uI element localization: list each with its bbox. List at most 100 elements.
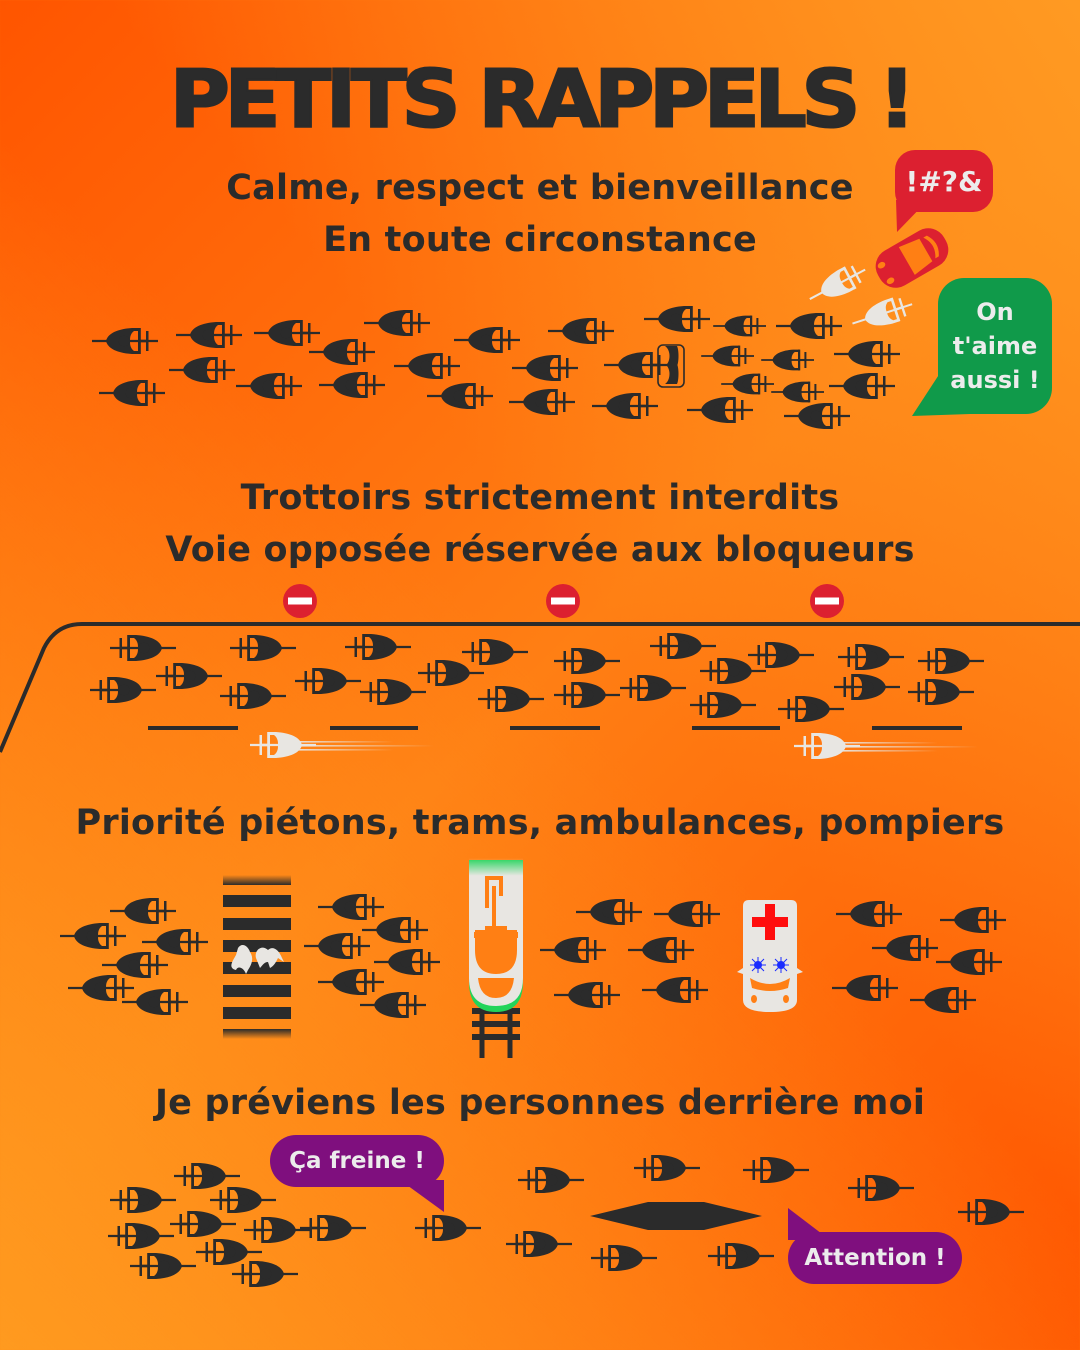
no-entry-sign-group <box>283 584 844 618</box>
section-warning-heading: Je préviens les personnes derrière moi <box>0 1077 1080 1129</box>
cyclist-icon <box>934 947 1004 977</box>
cyclist-icon <box>832 672 902 702</box>
pothole-icon <box>590 1202 762 1230</box>
cyclist-group-priority <box>58 892 1008 1020</box>
cyclist-icon <box>516 1165 586 1195</box>
cyclist-icon <box>546 316 616 346</box>
section-calm-heading: Calme, respect et bienveillance En toute… <box>0 162 1080 266</box>
bubble-text: t'aime <box>952 332 1038 360</box>
friendly-speech-bubble: On t'aime aussi ! <box>938 278 1052 414</box>
cyclist-icon <box>956 1197 1026 1227</box>
cyclist-icon <box>688 690 758 720</box>
heading-line: En toute circonstance <box>323 220 757 260</box>
cyclist-icon <box>574 897 644 927</box>
cyclist-icon <box>106 1221 176 1251</box>
cyclist-icon <box>770 380 825 404</box>
cyclist-icon <box>172 1161 242 1191</box>
cyclist-icon <box>916 646 986 676</box>
white-cyclist-icon <box>792 731 862 761</box>
cyclist-icon <box>168 1209 238 1239</box>
cyclist-icon <box>58 921 128 951</box>
blocker-group <box>248 730 978 761</box>
cyclist-icon <box>832 339 902 369</box>
cyclist-icon <box>507 387 577 417</box>
cyclist-icon <box>618 673 688 703</box>
cyclist-icon <box>830 973 900 1003</box>
cyclist-icon <box>97 378 167 408</box>
cyclist-icon <box>642 304 712 334</box>
section-sidewalk-heading: Trottoirs strictement interdits Voie opp… <box>0 472 1080 576</box>
pedestrians-icon <box>231 945 284 974</box>
bubble-text: !#?& <box>905 164 983 198</box>
section-priority-heading: Priorité piétons, trams, ambulances, pom… <box>0 797 1080 849</box>
cyclist-icon <box>552 680 622 710</box>
angry-speech-bubble: !#?& <box>895 150 993 212</box>
no-entry-icon <box>283 584 317 618</box>
cyclist-icon <box>720 372 775 396</box>
cyclist-icon <box>362 308 432 338</box>
cyclist-icon <box>108 1185 178 1215</box>
cyclist-icon <box>700 344 755 368</box>
cyclist-icon <box>416 658 486 688</box>
brake-speech-bubble: Ça freine ! <box>270 1135 444 1187</box>
cyclist-icon <box>66 973 136 1003</box>
cyclist-icon <box>776 694 846 724</box>
lane-marking <box>692 726 780 730</box>
cyclist-icon <box>218 681 288 711</box>
lane-marking <box>330 726 418 730</box>
page-title: PETITS RAPPELS ! <box>169 51 917 147</box>
cyclist-icon <box>293 666 363 696</box>
cyclist-icon <box>589 1243 659 1273</box>
cyclist-icon <box>698 656 768 686</box>
cyclist-icon <box>154 661 224 691</box>
cyclist-icon <box>234 371 304 401</box>
cyclist-icon <box>140 927 210 957</box>
cyclist-icon <box>782 401 852 431</box>
heading-line: Trottoirs strictement interdits <box>240 478 840 518</box>
cyclist-icon <box>906 677 976 707</box>
cyclist-icon <box>316 967 386 997</box>
cyclist-icon <box>741 1155 811 1185</box>
cyclist-icon <box>552 646 622 676</box>
cyclist-icon <box>836 642 906 672</box>
cyclist-icon <box>870 933 940 963</box>
cyclist-icon <box>452 325 522 355</box>
cyclist-icon <box>316 892 386 922</box>
cyclist-group-calm <box>90 304 902 431</box>
cyclist-icon <box>100 950 170 980</box>
no-entry-icon <box>810 584 844 618</box>
attention-speech-bubble: Attention ! <box>788 1232 962 1284</box>
cyclist-icon <box>128 1251 198 1281</box>
cyclist-icon <box>358 990 428 1020</box>
cyclist-icon <box>372 947 442 977</box>
no-entry-icon <box>546 584 580 618</box>
heading-line: Priorité piétons, trams, ambulances, pom… <box>75 803 1005 843</box>
cyclist-icon <box>307 337 377 367</box>
cyclist-icon <box>602 350 672 380</box>
cyclist-icon <box>252 318 322 348</box>
cyclist-icon <box>358 677 428 707</box>
heading-line: Je préviens les personnes derrière moi <box>154 1083 926 1123</box>
bubble-text: aussi ! <box>950 366 1040 394</box>
cyclist-icon <box>827 371 897 401</box>
cyclist-icon <box>108 633 178 663</box>
cyclist-icon <box>685 395 755 425</box>
pedicab-icon <box>657 344 685 388</box>
cyclist-icon <box>746 640 816 670</box>
cyclist-icon <box>590 391 660 421</box>
heading-line: Voie opposée réservée aux bloqueurs <box>165 530 915 570</box>
lane-marking <box>872 726 962 730</box>
cyclist-icon <box>552 980 622 1010</box>
lane-marking-group <box>148 726 962 730</box>
cyclist-icon <box>392 351 462 381</box>
lane-marking <box>510 726 600 730</box>
cyclist-icon <box>834 899 904 929</box>
cyclist-icon <box>652 899 722 929</box>
cyclist-icon <box>538 935 608 965</box>
cyclist-icon <box>938 905 1008 935</box>
crosswalk-icon <box>223 875 291 1039</box>
cyclist-icon <box>242 1215 312 1245</box>
cyclist-icon <box>712 314 767 338</box>
cyclist-icon <box>476 684 546 714</box>
cyclist-icon <box>108 896 178 926</box>
